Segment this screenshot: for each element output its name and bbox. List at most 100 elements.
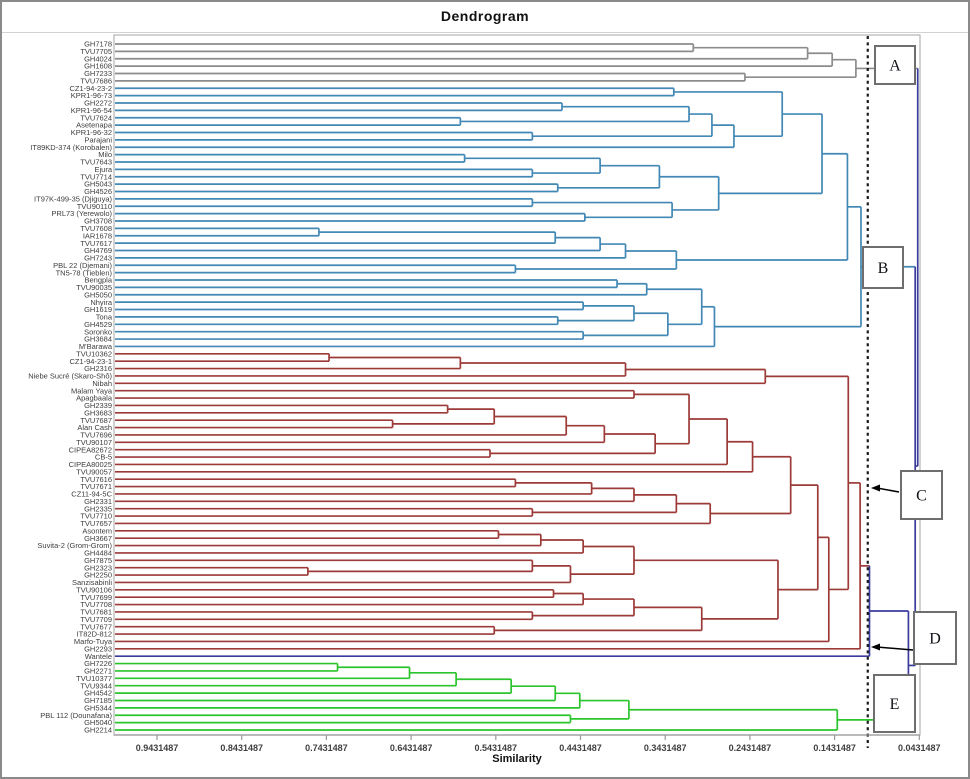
leaf-label: TVU7714 [80,172,112,181]
leaf-label: TVU7657 [80,519,112,528]
annotation-arrow [876,646,914,651]
leaf-label: TVU7616 [80,475,112,484]
leaf-label: Marfo-Tuya [74,637,113,646]
leaf-label: Asontem [82,526,112,535]
title-divider [2,32,968,33]
cluster-box-label-C: C [916,488,927,505]
leaf-label: Niebe Sucré (Skaro-Shô) [28,372,112,381]
x-axis-tick-label: 0.0431487 [898,743,941,753]
leaf-label: GH2250 [84,571,112,580]
leaf-label: Bengpla [84,276,112,285]
leaf-label: PBL 112 (Dounafana) [40,711,112,720]
leaf-label: Suvita-2 (Grom-Grom) [37,541,112,550]
cluster-box-E [873,674,916,733]
leaf-label: TVU90106 [76,585,112,594]
annotation-arrow [876,487,900,493]
leaf-label: TVU90110 [77,202,112,211]
leaf-label: Alan Cash [77,423,112,432]
leaf-label: TVU7624 [80,113,112,122]
leaf-label: Tona [96,313,113,322]
leaf-label: TVU7671 [80,482,112,491]
leaf-label: Wantele [85,652,112,661]
leaf-label: GH2272 [84,99,112,108]
leaf-label: M'Barawa [79,342,113,351]
leaf-label: Apagbaala [76,394,113,403]
cluster-box-label-E: E [890,696,900,713]
leaf-label: GH5050 [84,290,112,299]
leaf-label: TVU10362 [76,349,112,358]
leaf-label: TVU7710 [80,512,112,521]
leaf-label: GH2331 [84,497,112,506]
x-axis-tick-label: 0.6431487 [390,743,433,753]
leaf-label: GH4542 [84,689,112,698]
leaf-label: IAR1678 [83,231,112,240]
cluster-box-A [874,45,916,85]
leaf-label: PBL 22 (Djemani) [53,261,112,270]
x-axis-tick-label: 0.2431487 [729,743,772,753]
leaf-label: TVU9344 [80,681,112,690]
leaf-label: TVU7699 [80,593,112,602]
leaf-label: TVU7681 [80,608,112,617]
leaf-label: TVU90057 [76,467,112,476]
leaf-label: Nibah [92,379,112,388]
leaf-label: GH5043 [84,180,112,189]
leaf-label: CZ11-94-5C [71,490,112,499]
leaf-label: PRL73 (Yerewolo) [51,209,112,218]
leaf-label: GH4769 [84,246,112,255]
x-axis-tick-label: 0.1431487 [813,743,856,753]
leaf-label: Ejura [94,165,112,174]
leaf-label: GH4024 [84,54,112,63]
leaf-label: TVU7708 [80,600,112,609]
leaf-label: TVU7686 [80,76,112,85]
leaf-label: Sanzisabinli [72,578,112,587]
leaf-label: GH4526 [84,187,112,196]
x-axis-tick-label: 0.9431487 [136,743,179,753]
leaf-label: TVU90107 [76,438,112,447]
leaf-label: CB-5 [95,453,112,462]
leaf-label: Asetenapa [76,121,113,130]
leaf-label: Soronko [84,327,112,336]
leaf-label: GH4529 [84,320,112,329]
leaf-label: TVU7687 [80,416,112,425]
x-axis-tick-label: 0.7431487 [305,743,348,753]
leaf-label: GH7178 [84,40,112,49]
cluster-box-label-A: A [889,58,901,75]
cluster-box-label-D: D [929,631,941,648]
leaf-label: GH7875 [84,556,112,565]
leaf-label: GH3708 [84,217,112,226]
leaf-label: CIPEA82672 [69,445,112,454]
leaf-label: KPR1-96-54 [71,106,112,115]
leaf-label: TVU10377 [76,674,112,683]
leaf-label: TN5-78 (Tieblen) [56,268,113,277]
chart-title: Dendrogram [440,8,530,24]
leaf-label: GH7226 [84,659,112,668]
leaf-label: GH7233 [84,69,112,78]
leaf-label: KPR1-96-73 [71,91,112,100]
annotation-arrowhead [871,484,880,492]
annotation-arrowhead [871,643,880,651]
leaf-label: TVU90035 [76,283,112,292]
x-axis-tick-label: 0.8431487 [220,743,263,753]
x-axis-tick-label: 0.5431487 [475,743,518,753]
leaf-label: GH7243 [84,254,112,263]
leaf-label: GH5040 [84,718,112,727]
leaf-label: TVU7617 [80,239,112,248]
leaf-label: IT97K-499-35 (Djiguya) [34,194,112,203]
leaf-label: TVU7677 [80,622,112,631]
leaf-label: GH5344 [84,703,112,712]
leaf-label: GH2214 [84,726,112,735]
leaf-label: GH7185 [84,696,112,705]
leaf-label: IT82D-812 [77,630,112,639]
leaf-label: GH2316 [84,364,112,373]
leaf-label: GH2293 [84,644,112,653]
x-axis-tick-label: 0.3431487 [644,743,687,753]
leaf-label: Malam Yaya [71,386,113,395]
cluster-box-B [862,246,904,289]
leaf-label: Milo [98,150,112,159]
leaf-label: TVU7696 [80,431,112,440]
leaf-label: TVU7608 [80,224,112,233]
leaf-label: KPR1-96-32 [71,128,112,137]
leaf-label: GH2323 [84,563,112,572]
